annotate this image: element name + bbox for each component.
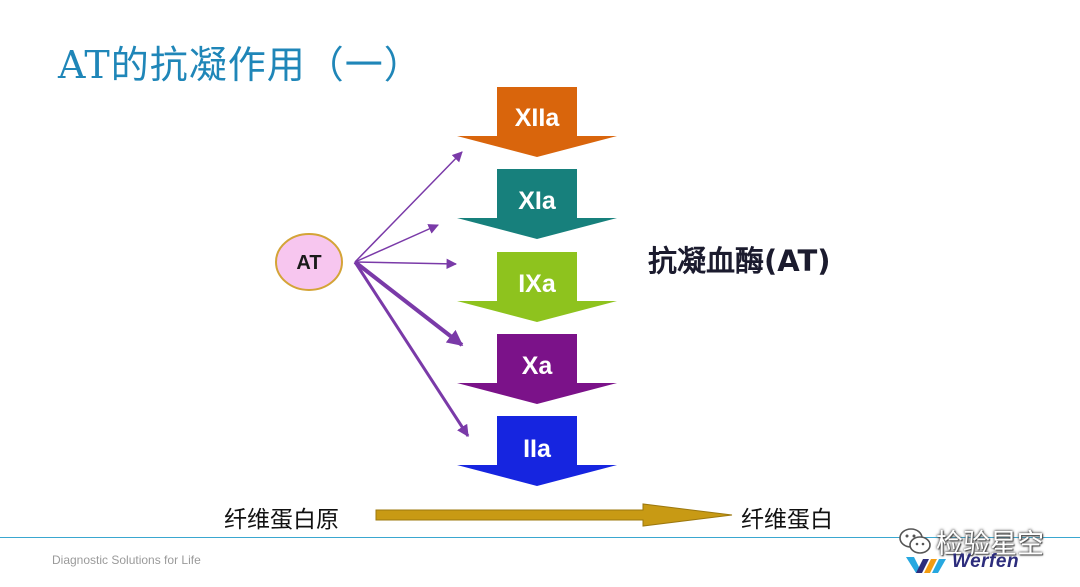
footer-divider — [0, 537, 1080, 538]
slide-title: AT的抗凝作用（一） — [58, 43, 423, 87]
werfen-brand-text: Werfen — [952, 551, 1020, 572]
inhibition-arrow-iia — [353, 261, 470, 438]
factor-label-xa: Xa — [522, 352, 554, 380]
factor-arrow-shape — [457, 169, 617, 239]
factor-label-ixa: IXa — [518, 270, 557, 298]
inhibition-arrow-ixa — [354, 258, 458, 270]
factor-arrow-xiia: XIIa — [457, 87, 617, 157]
factor-arrow-xia: XIa — [457, 169, 617, 239]
inhibition-arrow-xia — [354, 224, 439, 263]
fibrin-label: 纤维蛋白 — [741, 507, 833, 533]
factor-arrow-shape — [457, 334, 617, 404]
wechat-icon — [899, 528, 931, 554]
watermark-text: 检验星空 — [936, 529, 1044, 560]
at-node-label: AT — [296, 252, 321, 274]
fibrinogen-label: 纤维蛋白原 — [224, 507, 339, 533]
footer-tagline: Diagnostic Solutions for Life — [52, 553, 201, 567]
werfen-logo-icon — [906, 557, 946, 573]
factor-label-xia: XIa — [518, 187, 557, 215]
inhibition-arrow-xa — [353, 260, 464, 347]
conversion-arrow — [375, 503, 733, 527]
factor-arrow-shape — [457, 416, 617, 486]
factor-arrow-shape — [457, 87, 617, 157]
factor-arrow-shape — [457, 252, 617, 322]
factor-label-xiia: XIIa — [515, 104, 561, 132]
factor-arrow-xa: Xa — [457, 334, 617, 404]
factor-arrow-iia: IIa — [457, 416, 617, 486]
factor-label-iia: IIa — [523, 435, 552, 463]
at-node — [275, 233, 343, 291]
antithrombin-label: 抗凝血酶(AT) — [648, 244, 831, 278]
factor-arrow-ixa: IXa — [457, 252, 617, 322]
inhibition-arrow-xiia — [354, 151, 463, 263]
